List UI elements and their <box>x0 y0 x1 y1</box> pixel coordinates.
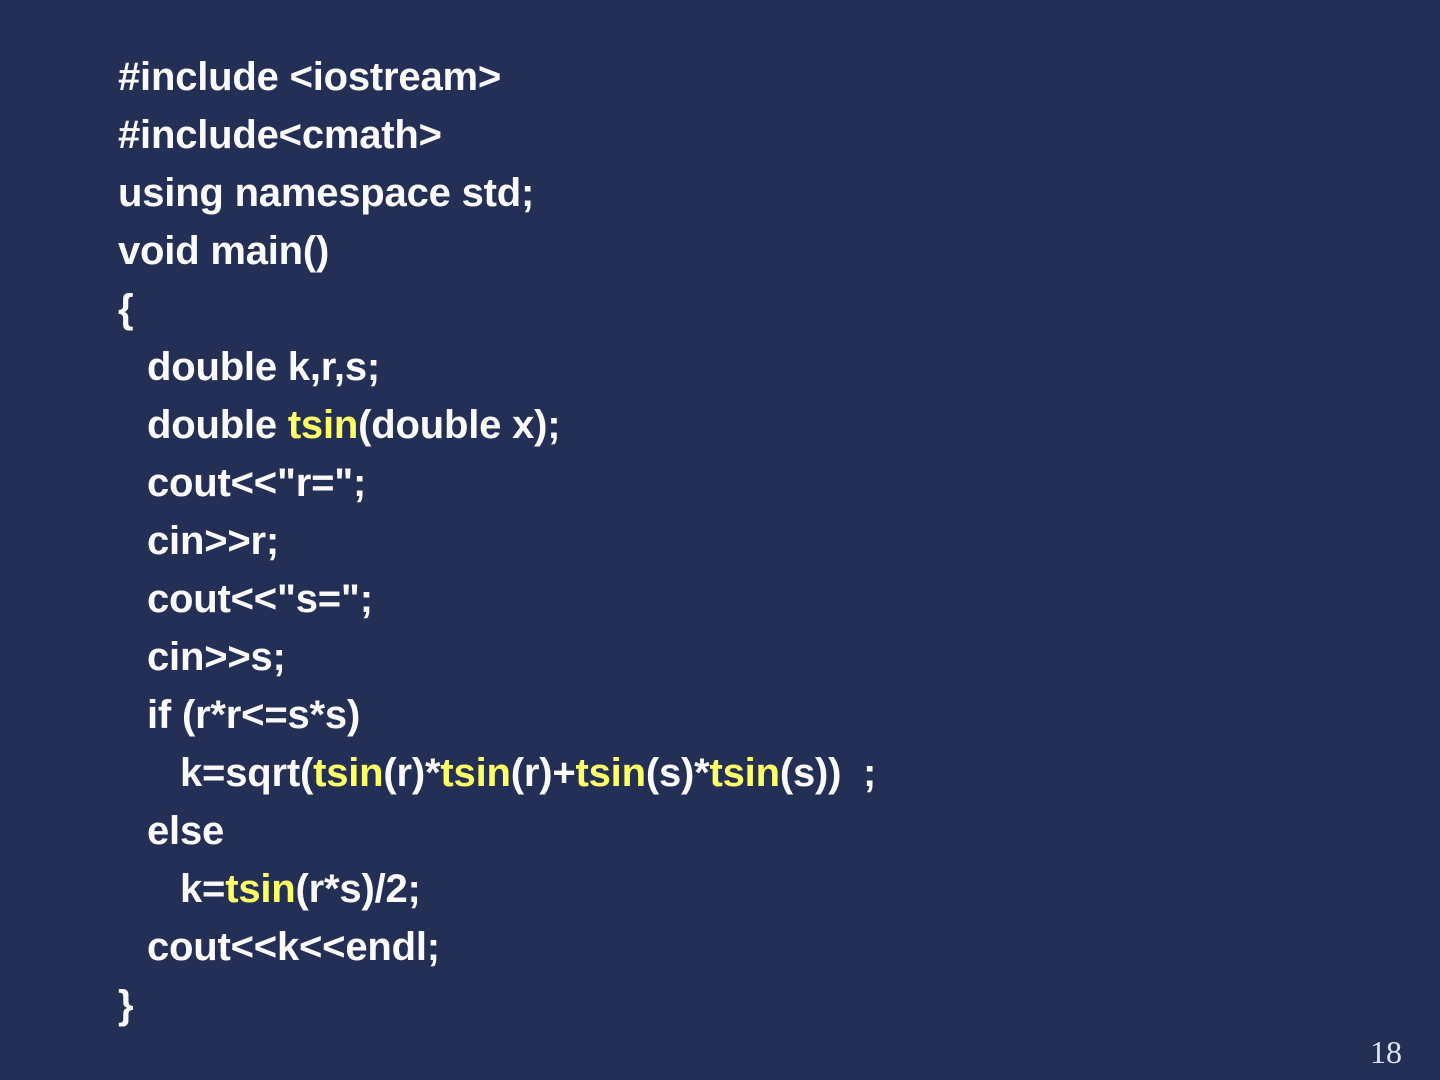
code-keyword-token: tsin <box>287 403 359 447</box>
code-line: k=tsin(r*s)/2; <box>118 860 1368 918</box>
code-line: k=sqrt(tsin(r)*tsin(r)+tsin(s)*tsin(s)) … <box>118 744 1368 802</box>
code-line: } <box>118 976 1368 1034</box>
code-keyword-token: tsin <box>440 751 511 795</box>
code-text-token: void main() <box>118 229 330 273</box>
code-line: cout<<"s="; <box>118 570 1368 628</box>
code-line: cout<<k<<endl; <box>118 918 1368 976</box>
code-text-token: cin>>r; <box>147 519 279 563</box>
code-text-token: cout<<k<<endl; <box>147 925 440 969</box>
code-keyword-token: tsin <box>225 867 296 911</box>
code-text-token: (r*s)/2; <box>295 867 421 911</box>
code-text-token: double k,r,s; <box>147 345 381 389</box>
code-text-token: cout<<"s="; <box>147 577 373 621</box>
code-line: #include <iostream> <box>118 48 1368 106</box>
code-text-token: } <box>118 983 134 1027</box>
code-line: double tsin(double x); <box>118 396 1368 454</box>
code-text-token: (r)* <box>383 751 441 795</box>
page-number: 18 <box>1370 1034 1402 1070</box>
code-text-token: if (r*r<=s*s) <box>147 693 361 737</box>
code-text-token: k= <box>180 867 226 911</box>
code-line: void main() <box>118 222 1368 280</box>
code-text-token: { <box>118 287 134 331</box>
code-keyword-token: tsin <box>575 751 647 795</box>
code-line: double k,r,s; <box>118 338 1368 396</box>
code-text-token: cin>>s; <box>147 635 286 679</box>
code-text-token: using namespace std; <box>118 171 535 215</box>
code-keyword-token: tsin <box>709 751 781 795</box>
code-line: if (r*r<=s*s) <box>118 686 1368 744</box>
code-line: using namespace std; <box>118 164 1368 222</box>
code-listing: #include <iostream> #include<cmath> using … <box>118 48 1368 1034</box>
code-keyword-token: tsin <box>313 751 384 795</box>
code-line: { <box>118 280 1368 338</box>
code-text-token: (s)* <box>645 751 710 795</box>
code-line: cout<<"r="; <box>118 454 1368 512</box>
code-text-token: (r)+ <box>510 751 576 795</box>
code-text-token: k=sqrt( <box>180 751 314 795</box>
code-line: else <box>118 802 1368 860</box>
code-line: cin>>r; <box>118 512 1368 570</box>
code-text-token: (s)) ; <box>779 751 877 795</box>
code-line: #include<cmath> <box>118 106 1368 164</box>
code-text-token: (double x); <box>358 403 561 447</box>
code-text-token: #include <iostream> <box>118 55 502 99</box>
code-text-token: #include<cmath> <box>118 113 442 157</box>
code-text-token: cout<<"r="; <box>147 461 367 505</box>
code-text-token: double <box>147 403 288 447</box>
code-text-token: else <box>147 809 225 853</box>
code-line: cin>>s; <box>118 628 1368 686</box>
